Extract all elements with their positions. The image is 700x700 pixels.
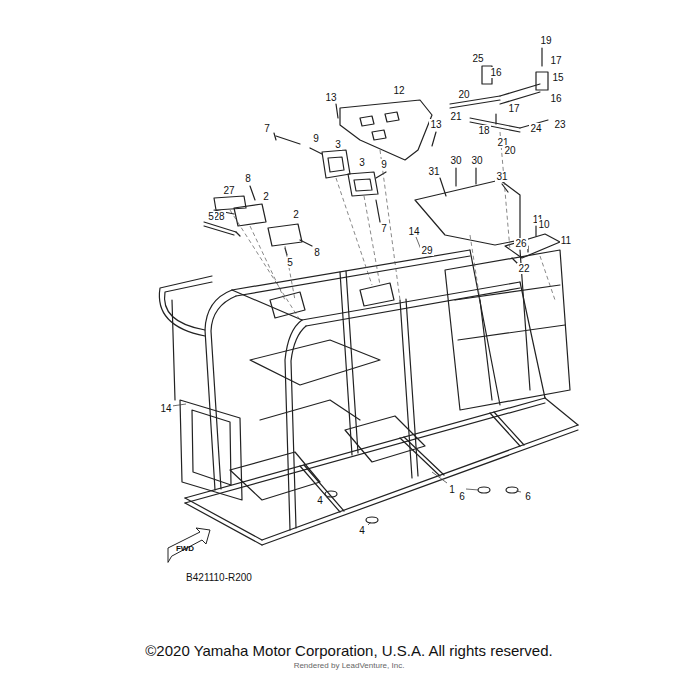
callout-number: 8 [313,247,321,258]
callout-number: 4 [316,495,324,506]
callout-number: 11 [560,235,572,246]
callout-number: 10 [537,219,550,230]
callout-number: 7 [380,223,388,234]
callout-number: 15 [551,72,564,83]
callout-number: 19 [539,35,552,46]
callout-number: 27 [222,185,235,196]
callout-number: 6 [458,491,466,502]
callout-number: 13 [429,119,442,130]
callout-number: 14 [159,403,172,414]
callout-number: 22 [517,263,530,274]
callout-number: 4 [358,525,366,536]
callout-number: 16 [489,67,502,78]
callout-number: 26 [514,238,527,249]
callout-number: 8 [244,173,252,184]
callout-number: 24 [529,123,542,134]
callout-number: 2 [262,191,270,202]
callout-number: 6 [524,491,532,502]
callout-number: 9 [312,133,320,144]
watermark: Rendered by LeadVenture, Inc. [293,662,406,671]
callout-number: 30 [470,155,483,166]
callout-number: 31 [495,171,508,182]
copyright-note: ©2020 Yamaha Motor Corporation, U.S.A. A… [144,643,553,660]
callout-number: 21 [449,111,462,122]
drawing-code: B421110-R200 [185,572,253,583]
callout-number: 5 [286,257,294,268]
callout-number: 9 [380,159,388,170]
callout-number: 23 [553,119,566,130]
callout-number: 29 [420,245,433,256]
callout-number: 7 [263,123,271,134]
callout-number: 17 [549,55,562,66]
callout-number: 20 [457,89,470,100]
callout-number: 1 [448,484,456,495]
callout-number: 17 [507,103,520,114]
callout-number: 13 [324,92,337,103]
callout-number: 14 [407,226,420,237]
callout-number: 31 [427,166,440,177]
callout-number: 16 [549,93,562,104]
direction-label: FWD [175,545,195,554]
callout-number: 30 [449,155,462,166]
callout-number: 20 [503,145,516,156]
callout-number: 3 [334,139,342,150]
callout-number: 18 [477,125,490,136]
callout-number: 25 [471,53,484,64]
callout-number: 3 [358,157,366,168]
callout-number: 2 [292,209,300,220]
callout-number: 5 [207,211,215,222]
callout-number: 12 [392,85,405,96]
